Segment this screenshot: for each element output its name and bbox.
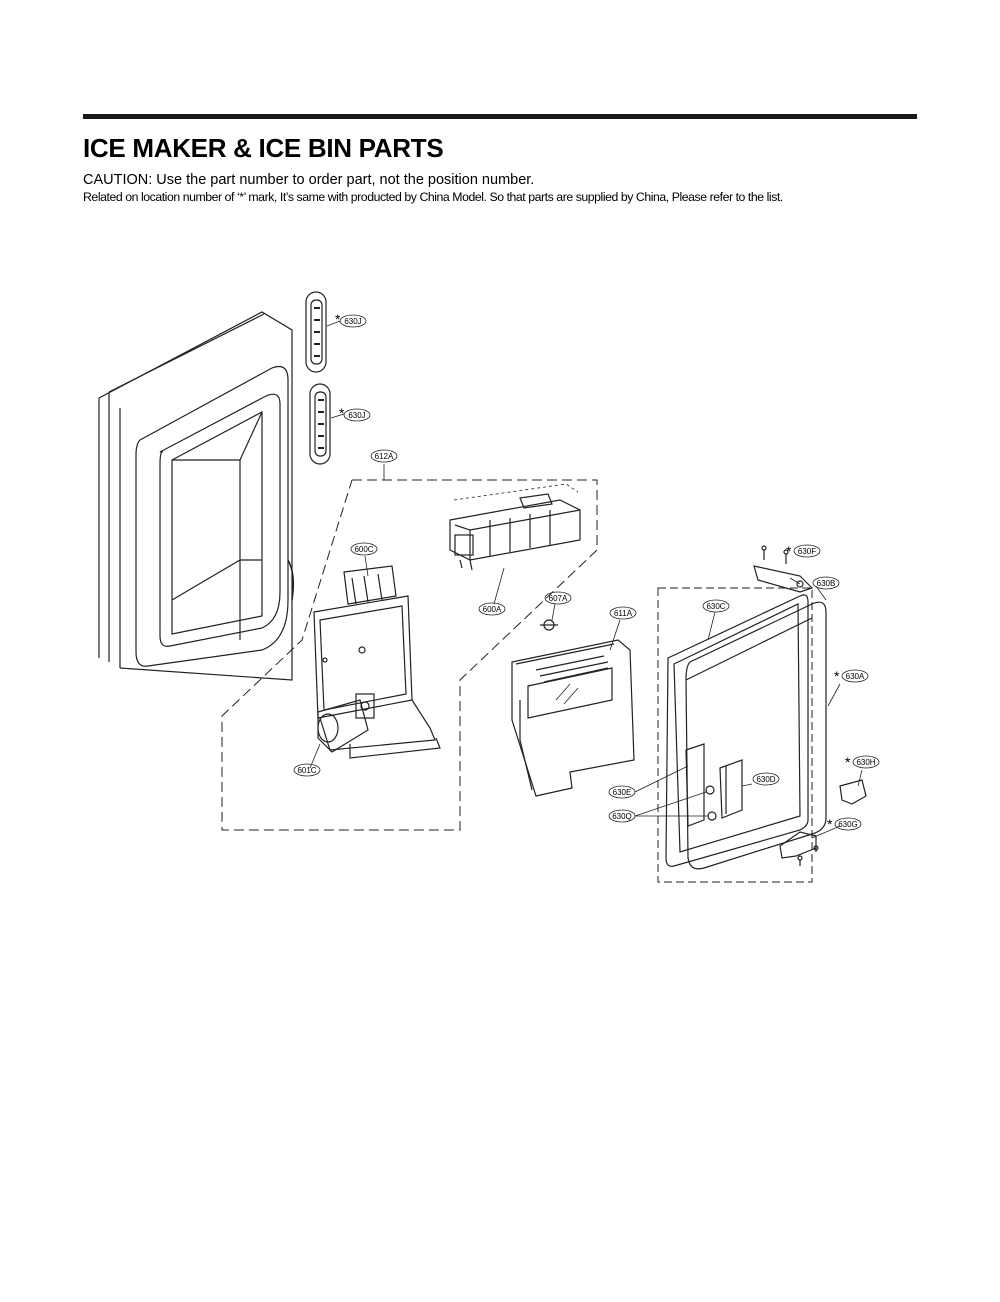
callout-630C: 630C bbox=[702, 599, 730, 613]
callout-630D: 630D bbox=[752, 772, 780, 786]
door-assembly-outline bbox=[657, 587, 813, 883]
part-630C-gasket-illustration bbox=[665, 594, 809, 867]
svg-text:*: * bbox=[339, 405, 345, 421]
callout-630B: 630B bbox=[812, 576, 840, 590]
svg-text:630G: 630G bbox=[838, 820, 858, 829]
part-607A-screw-illustration bbox=[540, 619, 558, 631]
page-title: ICE MAKER & ICE BIN PARTS bbox=[83, 133, 444, 163]
svg-text:630F: 630F bbox=[798, 547, 816, 556]
svg-text:630J: 630J bbox=[348, 411, 365, 420]
refrigerator-door-illustration bbox=[98, 311, 295, 681]
part-601C-motor-illustration bbox=[317, 693, 375, 753]
callout-600C: 600C bbox=[350, 542, 378, 556]
part-630J-bottom-illustration bbox=[309, 383, 331, 465]
callout-630H: * 630H bbox=[845, 754, 880, 770]
part-630A-ice-bin-door-illustration bbox=[685, 601, 827, 870]
callout-630A: * 630A bbox=[834, 668, 869, 684]
svg-text:630Q: 630Q bbox=[612, 812, 632, 821]
svg-text:630B: 630B bbox=[817, 579, 836, 588]
callout-601C: 601C bbox=[293, 763, 321, 777]
part-630H-stopper-illustration bbox=[839, 779, 867, 805]
svg-text:*: * bbox=[335, 311, 341, 327]
caution-text: CAUTION: Use the part number to order pa… bbox=[83, 172, 535, 188]
part-600C-bracket-illustration bbox=[313, 565, 441, 759]
callout-630J-top: * 630J bbox=[335, 311, 367, 328]
header-rule bbox=[83, 114, 917, 119]
svg-text:612A: 612A bbox=[375, 452, 394, 461]
svg-text:*: * bbox=[827, 816, 833, 832]
svg-text:630C: 630C bbox=[706, 602, 725, 611]
part-630J-top-illustration bbox=[305, 291, 327, 373]
part-630D-handle-illustration bbox=[719, 759, 743, 819]
china-model-note: Related on location number of ‘*’ mark, … bbox=[83, 190, 783, 204]
svg-text:601C: 601C bbox=[297, 766, 316, 775]
callout-607A: 607A bbox=[544, 591, 572, 605]
callout-630G: * 630G bbox=[827, 816, 862, 832]
part-630F-hinge-illustration bbox=[753, 545, 814, 593]
svg-text:600A: 600A bbox=[483, 605, 502, 614]
part-630Q-pins-illustration bbox=[705, 785, 717, 821]
svg-text:607A: 607A bbox=[549, 594, 568, 603]
part-630E-bracket-illustration bbox=[685, 743, 705, 827]
svg-text:*: * bbox=[786, 543, 792, 559]
callout-630Q: 630Q bbox=[608, 809, 636, 823]
part-611A-ice-bin-illustration bbox=[511, 639, 635, 797]
callout-612A: 612A bbox=[370, 449, 398, 463]
callout-630F: * 630F bbox=[786, 543, 821, 559]
svg-text:*: * bbox=[834, 668, 840, 684]
part-630G-hinge-illustration bbox=[779, 831, 819, 866]
svg-text:600C: 600C bbox=[354, 545, 373, 554]
leader-lines bbox=[309, 320, 863, 839]
svg-text:630H: 630H bbox=[856, 758, 875, 767]
callout-600A: 600A bbox=[478, 602, 506, 616]
callout-630E: 630E bbox=[608, 785, 636, 799]
svg-text:630A: 630A bbox=[846, 672, 865, 681]
svg-text:630E: 630E bbox=[613, 788, 632, 797]
callout-611A: 611A bbox=[609, 606, 637, 620]
svg-text:611A: 611A bbox=[614, 609, 633, 618]
svg-text:*: * bbox=[845, 754, 851, 770]
svg-text:630J: 630J bbox=[344, 317, 361, 326]
svg-text:630D: 630D bbox=[756, 775, 775, 784]
part-600A-ice-maker-illustration bbox=[449, 483, 581, 571]
callout-630J-bottom: * 630J bbox=[339, 405, 371, 422]
assembly-612A-outline bbox=[221, 479, 598, 831]
